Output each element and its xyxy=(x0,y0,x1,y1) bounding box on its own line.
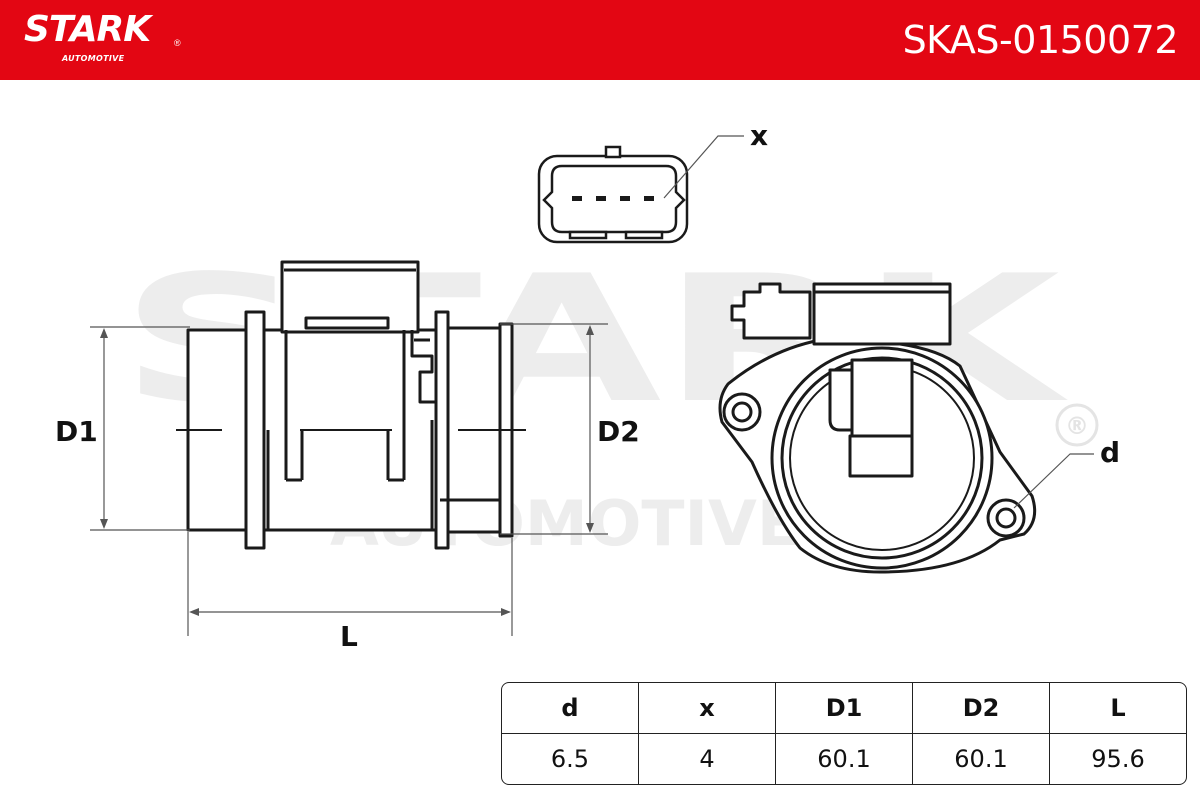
spec-header-d2: D2 xyxy=(913,683,1050,734)
mount-hole-left xyxy=(731,401,753,423)
connector-slot xyxy=(304,316,390,330)
connector-pin xyxy=(596,196,606,201)
connector-pin xyxy=(620,196,630,201)
sensor-tip xyxy=(848,434,914,478)
left-flange xyxy=(244,310,266,550)
watermark-registered-circle xyxy=(1055,403,1099,447)
dimension-label-d2: D2 xyxy=(597,415,640,448)
label-d: d xyxy=(1100,436,1120,469)
spec-header-l: L xyxy=(1050,683,1186,734)
label-x: x xyxy=(750,119,768,152)
technical-drawing: STARK AUTOMOTIVE ® xyxy=(55,119,1120,653)
connector-pin xyxy=(644,196,654,201)
leader-x xyxy=(663,135,744,199)
connector-key xyxy=(568,230,608,240)
side-connector xyxy=(730,282,812,340)
front-view xyxy=(718,282,1094,574)
dimension-lines xyxy=(90,323,608,636)
spec-value-row: 6.5 4 60.1 60.1 95.6 xyxy=(502,734,1186,784)
part-number: SKAS-0150072 xyxy=(902,18,1179,62)
spec-header-d: d xyxy=(502,683,639,734)
spec-value-x: 4 xyxy=(639,734,776,784)
spec-value-l: 95.6 xyxy=(1091,745,1145,773)
connector-latch xyxy=(604,145,622,159)
spec-header-row: d x D1 D2 L xyxy=(502,683,1186,734)
right-flange xyxy=(434,310,450,550)
connector-block xyxy=(812,282,952,346)
connector-inner xyxy=(542,164,686,234)
header-bar: STARK ® AUTOMOTIVE SKAS-0150072 xyxy=(0,0,1200,80)
connector-pin xyxy=(572,196,582,201)
brand-tagline: AUTOMOTIVE xyxy=(62,54,125,63)
spec-header-x: x xyxy=(639,683,776,734)
brand-logo: STARK ® AUTOMOTIVE xyxy=(24,9,181,64)
spec-table: d x D1 D2 L 6.5 4 60.1 60.1 95.6 xyxy=(501,682,1187,785)
brand-name: STARK xyxy=(24,9,151,50)
spec-value-d2: 60.1 xyxy=(913,734,1050,784)
watermark-registered-mark: ® xyxy=(1065,412,1089,440)
dimension-label-l: L xyxy=(340,620,358,653)
brand-registered-mark: ® xyxy=(174,38,181,48)
connector-key xyxy=(624,230,664,240)
dimension-label-d1: D1 xyxy=(55,415,98,448)
spec-value-d1: 60.1 xyxy=(776,734,913,784)
mount-hole-right xyxy=(995,507,1017,529)
connector-pins xyxy=(572,196,654,201)
leader-d xyxy=(1013,453,1094,509)
spec-value-d: 6.5 xyxy=(502,734,639,784)
spec-header-d1: D1 xyxy=(776,683,913,734)
body-step xyxy=(410,330,436,404)
connector-face-view xyxy=(537,135,744,244)
sensor-element xyxy=(850,358,914,438)
